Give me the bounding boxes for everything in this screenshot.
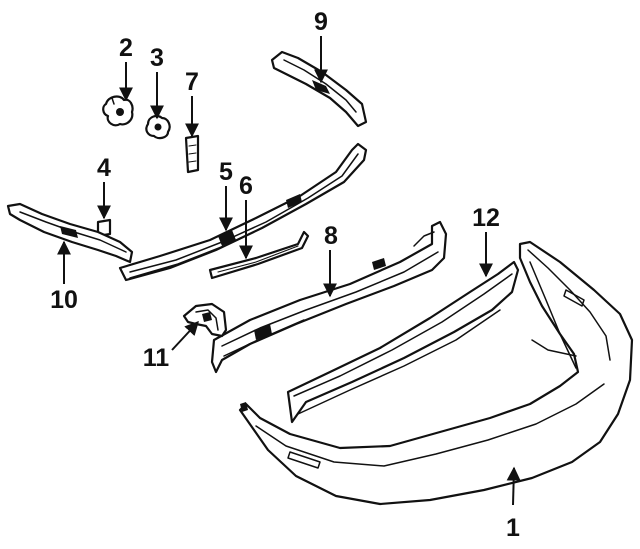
part-6-strip xyxy=(208,230,310,280)
callout-4: 4 xyxy=(97,154,111,182)
part-3-clip xyxy=(145,114,171,140)
part-10-left-absorber xyxy=(6,202,134,264)
callout-labels: 1 2 3 4 5 6 7 8 9 10 11 12 xyxy=(50,8,520,542)
part-9-upper-bracket xyxy=(270,50,368,128)
callout-7: 7 xyxy=(185,68,199,96)
callout-5: 5 xyxy=(219,158,233,186)
callout-11: 11 xyxy=(143,344,170,372)
leader-lines xyxy=(57,36,521,506)
leader-11 xyxy=(171,320,199,351)
part-12-impact-bar xyxy=(286,260,520,424)
part-2-clip xyxy=(102,95,134,127)
part-7-retainer xyxy=(184,134,200,174)
part-1-bumper-cover xyxy=(238,240,634,506)
part-11-side-bracket xyxy=(182,302,228,338)
callout-1: 1 xyxy=(506,514,520,542)
callout-12: 12 xyxy=(472,204,500,232)
callout-8: 8 xyxy=(324,222,338,250)
callout-10: 10 xyxy=(50,286,78,314)
callout-2: 2 xyxy=(119,34,133,62)
callout-6: 6 xyxy=(239,172,253,200)
callout-9: 9 xyxy=(314,8,328,36)
leader-1 xyxy=(506,466,521,506)
callout-3: 3 xyxy=(150,44,164,72)
part-5-reinforcement-beam xyxy=(118,142,368,282)
